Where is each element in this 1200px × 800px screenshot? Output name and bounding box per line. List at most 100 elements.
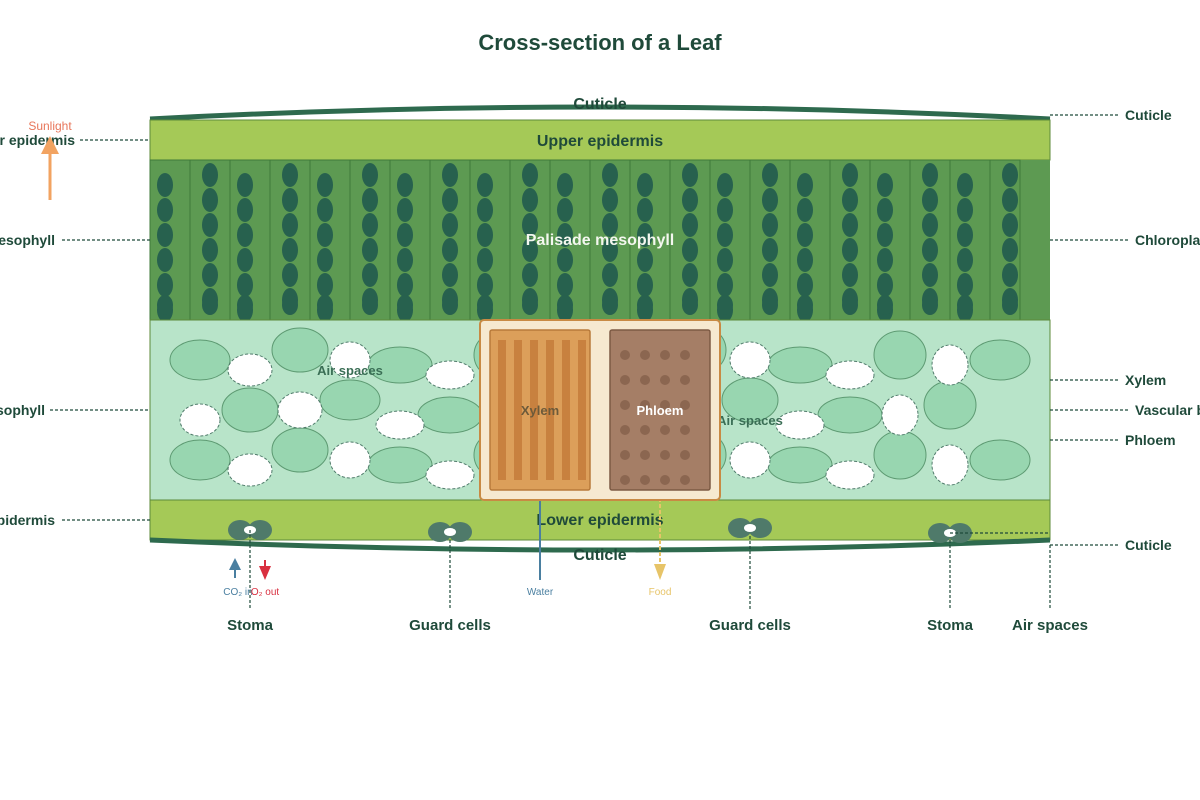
phloem-sieve-cell [680, 450, 690, 460]
phloem-sieve-cell [660, 475, 670, 485]
chloroplast [682, 295, 698, 315]
spongy-cell [367, 446, 433, 484]
chloroplast [1002, 163, 1018, 187]
chloroplast [282, 295, 298, 315]
guard-cells-left [428, 522, 472, 542]
chloroplast [202, 188, 218, 212]
chloroplast [877, 295, 893, 315]
chloroplast [1002, 263, 1018, 287]
upper-epidermis-label: Upper epidermis [537, 133, 663, 150]
chloroplast [957, 223, 973, 247]
chloroplast [237, 295, 253, 315]
cuticle-top-label: Cuticle [573, 96, 626, 113]
xylem-vessel [578, 340, 586, 480]
chloroplast [922, 295, 938, 315]
chloroplast [282, 263, 298, 287]
chloroplast [1002, 213, 1018, 237]
chloroplast [557, 273, 573, 297]
chloroplast [842, 163, 858, 187]
spongy-cell [169, 439, 231, 481]
spongy-cell [271, 327, 329, 373]
chloroplast [157, 248, 173, 272]
right-label-cuticle-top: Cuticle [1125, 107, 1172, 123]
spongy-cell [817, 396, 883, 434]
xylem-vessel [562, 340, 570, 480]
air-space [329, 441, 371, 479]
chloroplast [522, 163, 538, 187]
right-label-xylem: Xylem [1125, 372, 1166, 388]
chloroplast [922, 188, 938, 212]
chloroplast [522, 295, 538, 315]
air-space [425, 460, 475, 490]
chloroplast [442, 295, 458, 315]
right-label-cuticle-bottom: Cuticle [1125, 537, 1172, 553]
phloem-sieve-cell [640, 400, 650, 410]
spongy-cell [873, 330, 927, 380]
left-label-spongy: Spongy mesophyll [0, 402, 45, 418]
chloroplast [202, 163, 218, 187]
spongy-cell [923, 380, 977, 430]
chloroplast [1002, 295, 1018, 315]
chloroplast [602, 163, 618, 187]
left-label-upper-epidermis: Upper epidermis [0, 132, 75, 148]
chloroplast [877, 173, 893, 197]
chloroplast [797, 248, 813, 272]
chloroplast [557, 198, 573, 222]
phloem-sieve-cell [620, 425, 630, 435]
phloem-sieve-cell [660, 350, 670, 360]
chloroplast [682, 163, 698, 187]
chloroplast [282, 188, 298, 212]
air-space [227, 453, 273, 487]
chloroplast [477, 223, 493, 247]
chloroplast [637, 248, 653, 272]
chloroplast [442, 213, 458, 237]
phloem-sieve-cell [640, 375, 650, 385]
o2-arrowhead [259, 566, 271, 580]
chloroplast [442, 263, 458, 287]
chloroplast [842, 263, 858, 287]
chloroplast [397, 173, 413, 197]
water-label: Water [527, 587, 554, 598]
chloroplast [362, 163, 378, 187]
chloroplast [317, 223, 333, 247]
cuticle-top-curve [149, 104, 1051, 122]
guard-cells-right [728, 518, 772, 538]
chloroplast [477, 173, 493, 197]
phloem-sieve-tubes [620, 350, 690, 485]
cuticle-bottom-label: Cuticle [573, 547, 626, 564]
chloroplast [717, 198, 733, 222]
chloroplast [602, 263, 618, 287]
chloroplast [282, 213, 298, 237]
chloroplast [682, 188, 698, 212]
chloroplast [717, 248, 733, 272]
chloroplast [637, 223, 653, 247]
chloroplast [637, 295, 653, 315]
spongy-cell [969, 339, 1031, 381]
right-label-chloroplasts: Chloroplasts [1135, 232, 1200, 248]
chloroplast [922, 163, 938, 187]
air-space [931, 444, 969, 486]
palisade-label: Palisade mesophyll [526, 232, 675, 249]
xylem-vessel [514, 340, 522, 480]
phloem-inner-label: Phloem [637, 403, 684, 418]
chloroplast [522, 213, 538, 237]
phloem-sieve-cell [680, 350, 690, 360]
chloroplast [682, 213, 698, 237]
chloroplast [842, 188, 858, 212]
stoma-left [228, 520, 272, 540]
chloroplast [522, 188, 538, 212]
chloroplast [797, 198, 813, 222]
cuticle-bottom-curve [149, 537, 1051, 553]
chloroplast [842, 238, 858, 262]
phloem-sieve-cell [680, 375, 690, 385]
chloroplast [282, 238, 298, 262]
chloroplast [522, 263, 538, 287]
vascular-bundle [479, 319, 721, 501]
right-label-vascular-bundle: Vascular bundle [1135, 402, 1200, 418]
phloem-sieve-cell [640, 475, 650, 485]
chloroplast [957, 248, 973, 272]
phloem-sieve-cell [680, 425, 690, 435]
phloem-sieve-cell [660, 375, 670, 385]
chloroplast [237, 173, 253, 197]
xylem-inner-label: Xylem [521, 403, 559, 418]
